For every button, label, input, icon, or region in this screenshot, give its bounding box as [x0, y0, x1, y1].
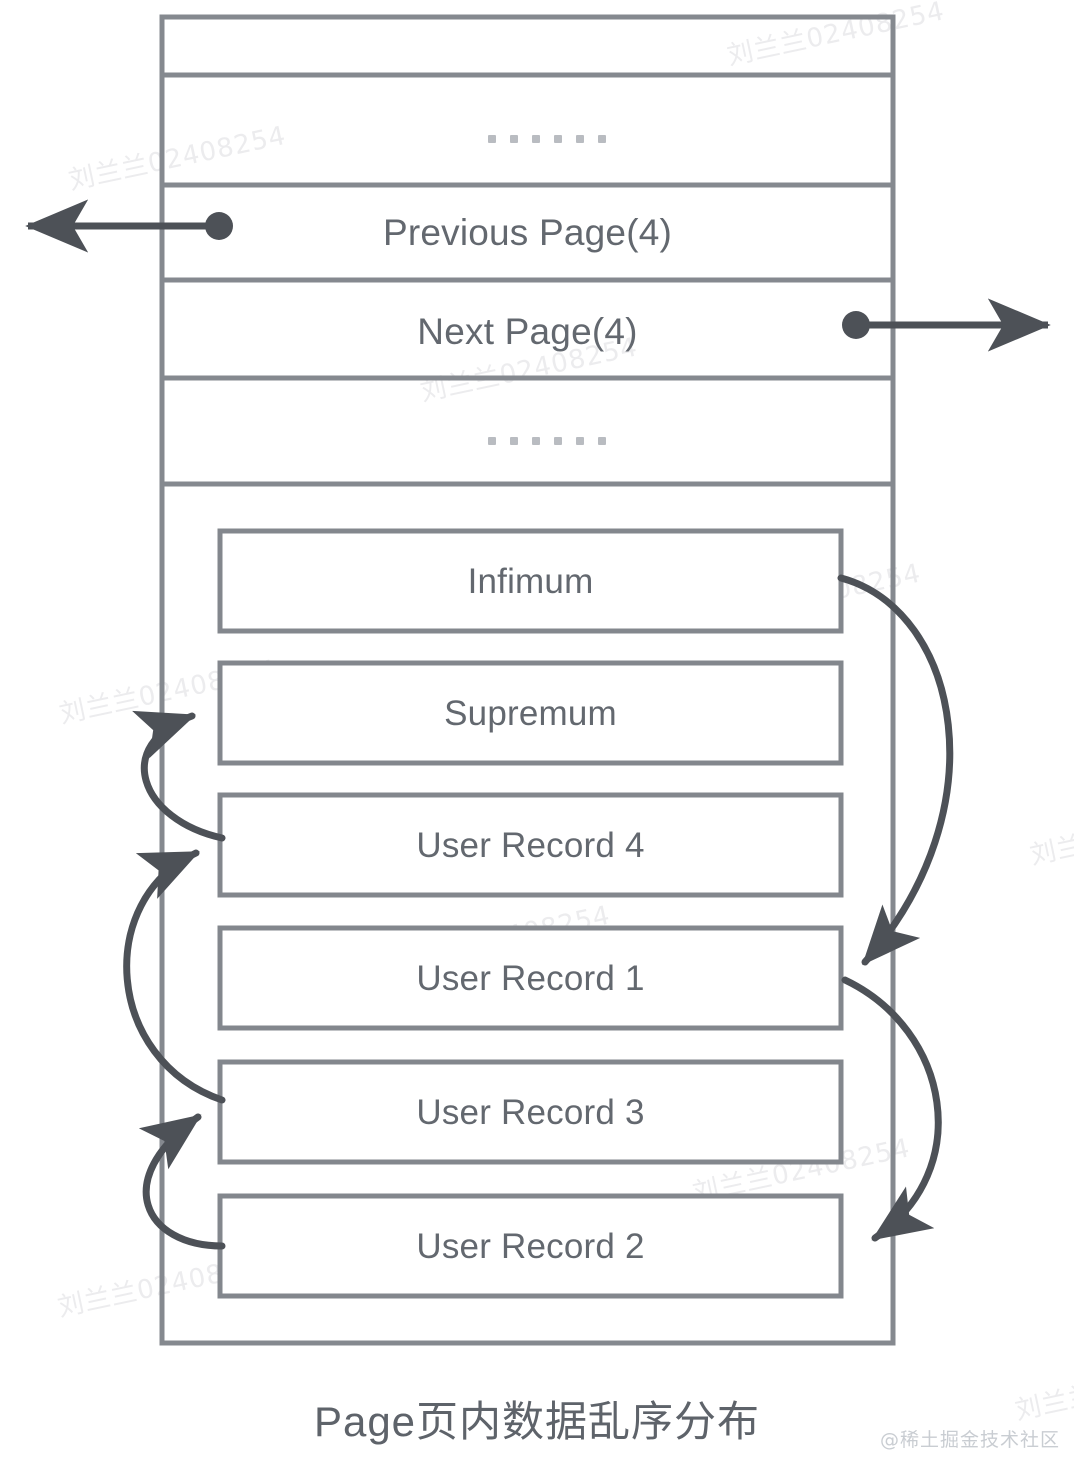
page-container: [159, 14, 896, 1346]
record-label-ur3: User Record 3: [416, 1093, 645, 1132]
link-arrow-ur2-to-ur3: [138, 1113, 226, 1250]
record-box-infimum[interactable]: [217, 528, 844, 634]
record-boxes: [217, 528, 844, 1299]
previous-page-pointer-dot: [205, 212, 233, 240]
ellipsis-top: [488, 135, 606, 143]
record-box-ur1[interactable]: [217, 925, 844, 1031]
previous-page-pointer: [25, 199, 233, 253]
record-box-supremum[interactable]: [217, 660, 844, 766]
previous-page-label: Previous Page(4): [382, 212, 673, 253]
record-label-supremum: Supremum: [444, 694, 617, 733]
diagram-caption: Page页内数据乱序分布: [313, 1398, 761, 1445]
next-page-label: Next Page(4): [417, 311, 638, 352]
link-arrow-infimum-to-ur1: [837, 574, 954, 966]
record-box-ur2[interactable]: [217, 1193, 844, 1299]
link-arrow-ur4-to-supremum: [132, 710, 226, 842]
ellipsis-bottom: [488, 437, 606, 445]
record-label-ur4: User Record 4: [416, 826, 645, 865]
record-box-ur4[interactable]: [217, 792, 844, 898]
record-box-ur3[interactable]: [217, 1059, 844, 1165]
record-label-ur2: User Record 2: [416, 1227, 645, 1266]
link-arrow-ur1-to-ur2: [841, 976, 942, 1242]
next-page-pointer: [842, 298, 1051, 352]
site-watermark: @稀土掘金技术社区: [879, 1429, 1060, 1451]
next-page-pointer-dot: [842, 311, 870, 339]
link-arrow-ur3-to-ur4: [123, 849, 226, 1104]
record-label-ur1: User Record 1: [416, 959, 645, 998]
record-label-infimum: Infimum: [467, 562, 594, 601]
